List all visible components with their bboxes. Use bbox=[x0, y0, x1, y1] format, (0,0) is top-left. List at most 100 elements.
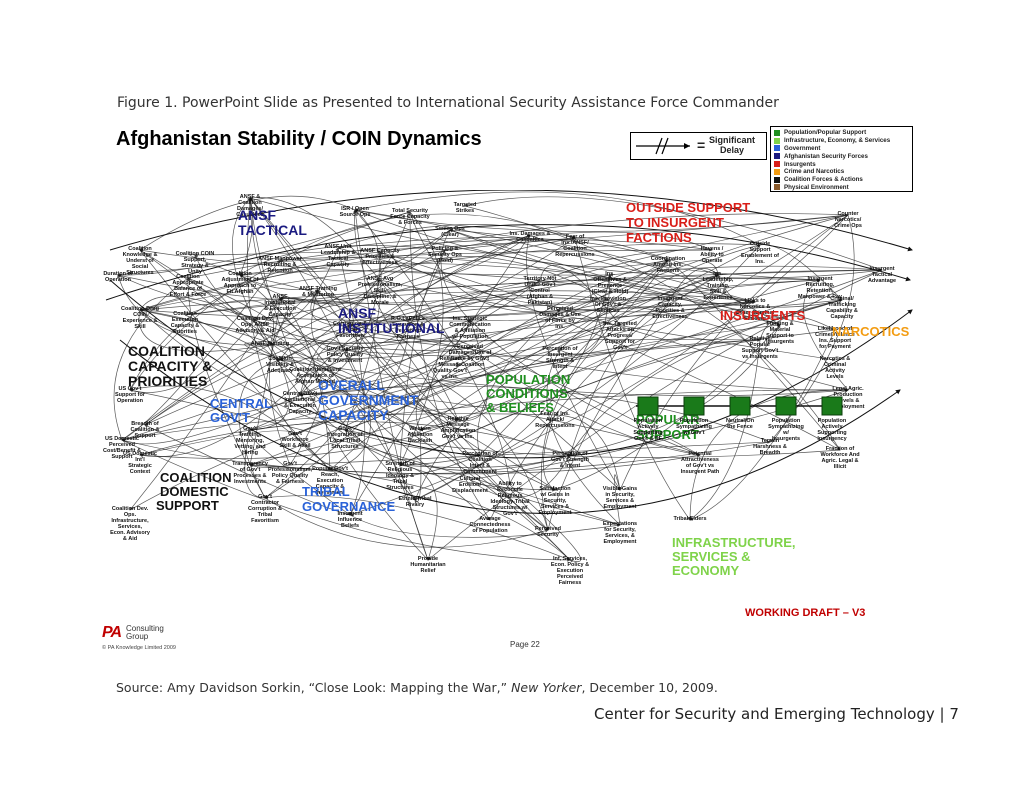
causal-link bbox=[184, 314, 571, 561]
causal-link bbox=[117, 211, 411, 276]
cluster-ansf-institutional-l2: INSTITUTIONAL bbox=[338, 320, 445, 336]
legend-label: Coalition Forces & Actions bbox=[784, 176, 863, 184]
cluster-ansf-tactical-l2: TACTICAL bbox=[238, 222, 307, 238]
legend-label: Physical Environment bbox=[784, 183, 849, 191]
cluster-outside-support: OUTSIDE SUPPORT TO INSURGENT FACTIONS bbox=[626, 200, 754, 245]
outer-loop-link bbox=[109, 190, 913, 252]
cluster-coalition-domestic-l2: DOMESTIC bbox=[160, 484, 229, 499]
causal-link bbox=[609, 265, 883, 277]
cluster-population-conditions-l3: & BELIEFS bbox=[486, 400, 554, 415]
causal-link bbox=[329, 349, 371, 472]
causal-link bbox=[279, 358, 323, 466]
causal-link bbox=[349, 514, 621, 538]
causal-link bbox=[541, 324, 621, 531]
delay-label-line1: Significant bbox=[709, 135, 756, 145]
pa-consulting-logo: PA Consulting Group bbox=[102, 624, 164, 642]
causal-link bbox=[249, 297, 282, 466]
causal-link bbox=[469, 249, 713, 321]
diagram-node: Fear of Ins.Attack/Repercussions bbox=[535, 411, 574, 429]
cluster-infrastructure: INFRASTRUCTURE, SERVICES & ECONOMY bbox=[672, 535, 799, 578]
causal-link bbox=[279, 296, 609, 307]
cluster-popular-support-l1: POPULAR bbox=[636, 412, 700, 427]
causal-link bbox=[689, 329, 836, 521]
cluster-popular-support-l2: SUPPORT bbox=[636, 427, 699, 442]
causal-link bbox=[337, 247, 366, 516]
causal-link bbox=[239, 274, 381, 305]
legend-swatch bbox=[774, 145, 780, 152]
cluster-population-conditions: POPULATION CONDITIONS & BELIEFS bbox=[486, 372, 574, 415]
causal-link bbox=[279, 294, 609, 361]
causal-link bbox=[117, 274, 471, 350]
causal-link bbox=[121, 439, 571, 562]
cluster-ansf-institutional-l1: ANSF bbox=[338, 305, 377, 321]
causal-link bbox=[344, 244, 761, 431]
legend-item: Government bbox=[774, 145, 909, 153]
causal-link bbox=[239, 197, 254, 276]
cluster-infrastructure-l3: ECONOMY bbox=[672, 563, 740, 578]
causal-link bbox=[349, 298, 671, 326]
support-stock-box bbox=[729, 396, 751, 416]
cluster-infrastructure-l1: INFRASTRUCTURE, bbox=[672, 535, 796, 550]
diagram-node: Ins.Leadership,Training,Skill &Experienc… bbox=[703, 271, 734, 301]
diagram-node: Sweep Ops(Clear) bbox=[435, 226, 465, 238]
causal-link bbox=[479, 259, 669, 456]
delay-legend: = Significant Delay bbox=[630, 132, 767, 160]
causal-link bbox=[399, 464, 438, 561]
causal-link bbox=[264, 319, 409, 499]
causal-link bbox=[349, 324, 849, 392]
causal-link bbox=[264, 495, 571, 561]
cluster-overall-government-l2: GOVERNMENT bbox=[318, 392, 419, 408]
causal-link bbox=[139, 268, 883, 311]
causal-link bbox=[248, 197, 429, 561]
causal-link bbox=[379, 279, 836, 362]
causal-link bbox=[543, 414, 556, 491]
causal-link bbox=[569, 274, 719, 456]
causal-link bbox=[249, 197, 883, 279]
causal-link bbox=[539, 264, 621, 326]
causal-link bbox=[144, 236, 576, 426]
cluster-popular-support: POPULAR SUPPORT bbox=[636, 412, 703, 442]
legend-swatch bbox=[774, 184, 780, 191]
causal-link bbox=[353, 209, 429, 561]
causal-link bbox=[415, 319, 471, 431]
causal-link bbox=[354, 209, 756, 303]
causal-link bbox=[574, 237, 691, 521]
causal-link bbox=[354, 191, 761, 246]
causal-link bbox=[299, 234, 531, 396]
causal-link bbox=[344, 259, 669, 431]
cluster-narcotics: NARCOTICS bbox=[832, 324, 910, 339]
causal-link bbox=[279, 297, 459, 421]
pa-copyright: © PA Knowledge Limited 2009 bbox=[102, 645, 176, 651]
causal-link bbox=[347, 249, 446, 326]
causal-link bbox=[469, 389, 849, 481]
outer-loop-link bbox=[109, 279, 913, 459]
causal-link bbox=[279, 297, 331, 471]
legend-swatch bbox=[774, 129, 780, 136]
